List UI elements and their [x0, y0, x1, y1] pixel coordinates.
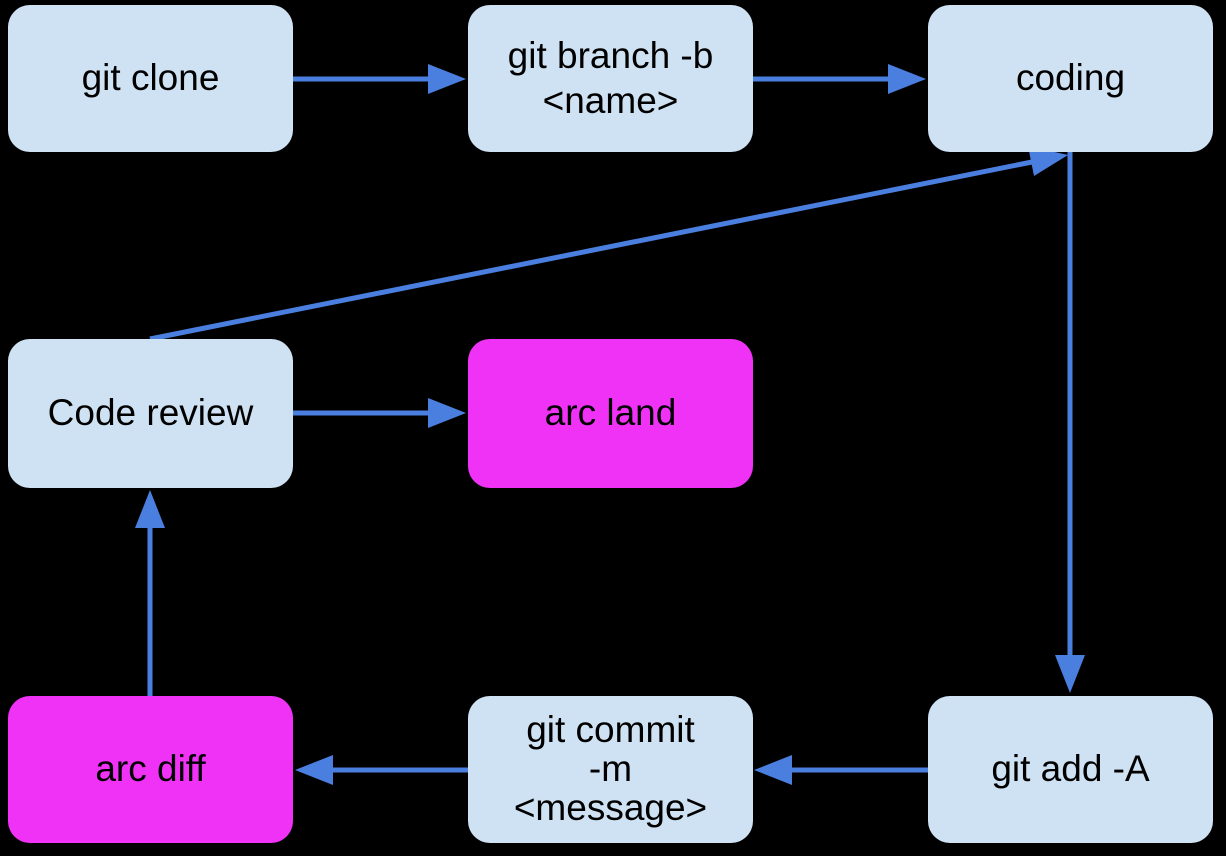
edge-git-commit-to-arc-diff [295, 755, 468, 785]
node-git-commit-label-line-2: -m [588, 748, 633, 790]
node-git-clone: git clone [8, 5, 293, 152]
node-coding-label: coding [1015, 57, 1126, 99]
node-git-commit-label-line-1: git commit [526, 709, 695, 751]
edge-git-clone-to-git-branch [293, 64, 466, 94]
node-git-commit-label-line-3: <message> [513, 786, 708, 828]
node-git-add-label: git add -A [991, 748, 1150, 790]
node-arc-land-label: arc land [544, 392, 677, 434]
edge-git-branch-to-coding [753, 64, 926, 94]
node-arc-diff: arc diff [8, 696, 293, 843]
node-code-review: Code review [8, 339, 293, 488]
node-git-branch-label-line-1: git branch -b [507, 35, 714, 77]
node-git-add: git add -A [928, 696, 1213, 843]
node-git-clone-label: git clone [81, 57, 220, 99]
node-git-commit: git commit -m <message> [468, 696, 753, 843]
node-git-branch: git branch -b <name> [468, 5, 753, 152]
node-arc-diff-label: arc diff [95, 748, 206, 790]
node-arc-land: arc land [468, 339, 753, 488]
edge-code-review-to-arc-land [293, 398, 466, 428]
edge-git-add-to-git-commit [754, 755, 928, 785]
edge-arc-diff-to-code-review [135, 490, 165, 696]
edge-coding-to-git-add [1055, 152, 1085, 693]
node-coding: coding [928, 5, 1213, 152]
node-git-branch-label-line-2: <name> [542, 79, 679, 121]
node-code-review-label: Code review [47, 392, 254, 434]
edge-code-review-to-coding [149, 146, 1068, 342]
